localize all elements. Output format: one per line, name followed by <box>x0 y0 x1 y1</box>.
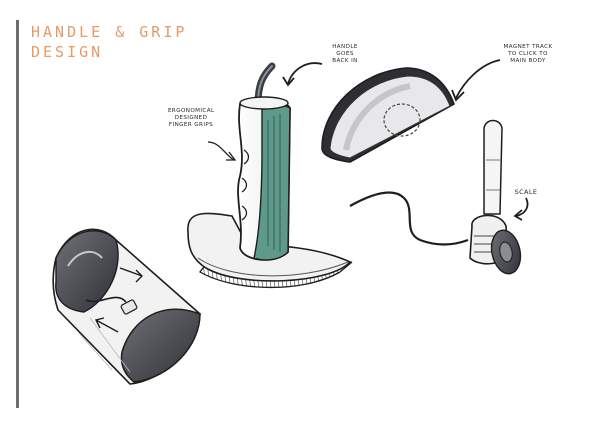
long-cable <box>350 193 468 245</box>
grip-annotation: ERGONOMICAL DESIGNED FINGER GRIPS <box>168 108 214 129</box>
cable-note-arrow <box>288 63 322 84</box>
cutaway-cylinder-sketch <box>53 229 200 384</box>
magnet-dome-sketch <box>322 60 500 162</box>
main-handle-sketch <box>188 63 352 287</box>
magnet-annotation: MAGNET TRACK TO CLICK TO MAIN BODY <box>500 44 556 65</box>
forearm <box>484 121 502 215</box>
scale-annotation: SCALE <box>513 189 539 196</box>
grip-note-arrow <box>208 142 234 160</box>
cable-annotation: HANDLE GOES BACK IN <box>326 44 364 65</box>
